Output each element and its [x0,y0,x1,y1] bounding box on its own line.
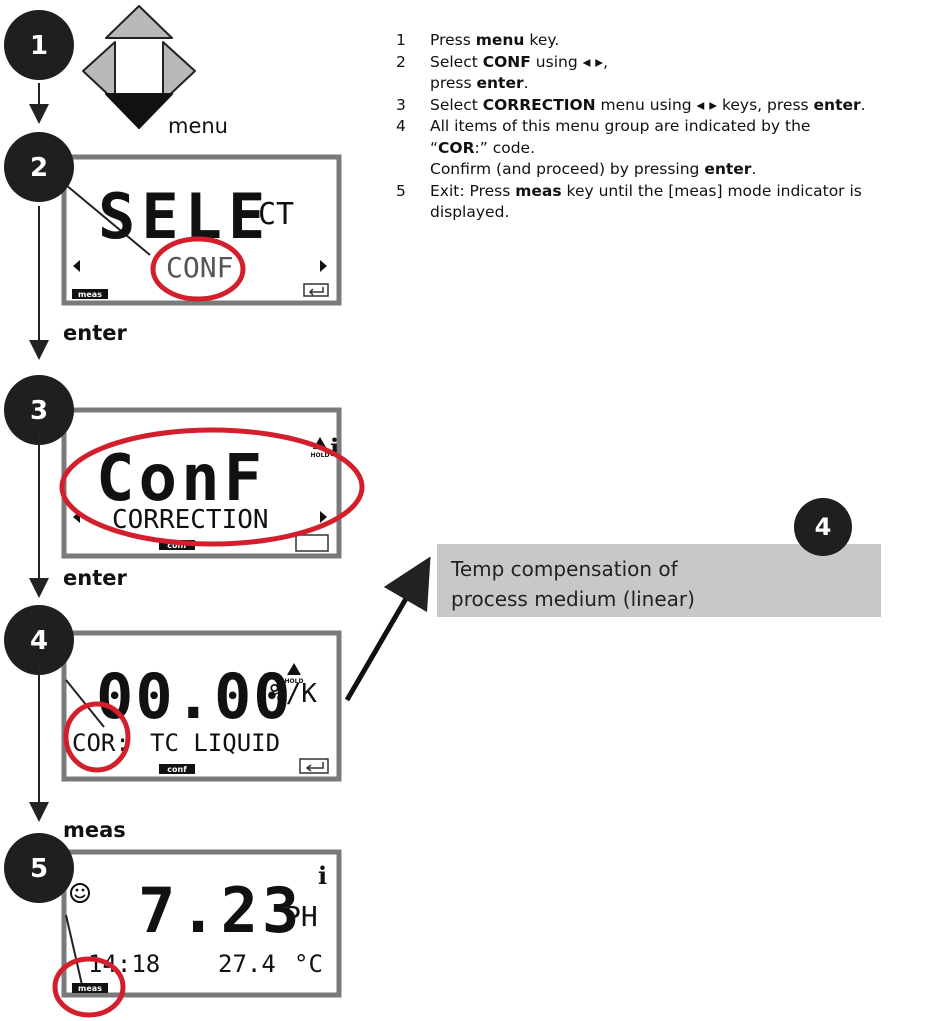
step-number: 3 [396,95,406,114]
lcd3-hold-label: HOLD [311,452,330,459]
step-badge-1-label: 1 [30,31,48,61]
step-number: 5 [396,181,406,200]
lcd2-main-suffix: CT [258,197,294,232]
lcd4-enter-indicator [299,758,329,774]
lcd3-sub-text: CORRECTION [112,505,269,535]
lcd3-right-arrow-icon [320,511,327,523]
step-badge-3-label: 3 [30,396,48,426]
step-badge-5 [4,833,74,903]
callout-line-1: Temp compensation of [451,557,678,581]
lcd5-temp-unit: °C [294,950,323,978]
lcd3-mode-tag-label: conf [167,541,187,550]
lcd5-mode-tag-label: meas [78,984,102,993]
menu-key-label: menu [168,114,228,138]
step-number: 2 [396,52,406,71]
step-badge-4-label: 4 [30,626,48,656]
step-1-instruction: 1 Press menu key. [396,30,936,52]
step-4-instruction: 4 All items of this menu group are indic… [396,116,936,181]
lcd-display-3 [61,407,342,559]
step2-group: 2 SELE CT CONF meas enter [4,132,342,360]
highlight-conf-ring [150,236,246,302]
lcd5-temp-text: 27.4 [218,950,276,978]
lcd4-hold-label: HOLD [285,678,304,685]
step1-group: 1 menu [4,5,228,138]
right-arrow-key-icon[interactable] [162,41,196,102]
lcd2-mode-tag [72,289,108,299]
step-badge-1 [4,10,74,80]
step3-group: 3 ConF HOLD i CORRECTION conf enter [4,375,365,598]
badge-pointer-2 [65,184,151,256]
lcd4-mode-tag [159,764,195,774]
lcd5-info-icon: i [318,861,327,890]
highlight-correction-ring [59,427,365,547]
callout-step-badge: 4 [794,498,852,556]
arrow-keypad [82,5,196,129]
lcd4-warning-icon [287,663,301,675]
lcd2-right-arrow-icon [320,260,327,272]
step-number: 4 [396,117,406,135]
left-arrow-key-icon[interactable] [82,41,116,102]
step-number: 1 [396,31,406,49]
smiley-icon [70,883,90,903]
instruction-steps: 1 Press menu key. 2 Select CONF using ◂ … [396,30,936,224]
step-badge-2 [4,132,74,202]
enter-key-label-2: enter [63,566,127,590]
badge-pointer-5 [65,914,83,986]
callout-text: Temp compensation of process medium (lin… [451,554,695,614]
step-5-instruction: 5 Exit: Press meas key until the [meas] … [396,181,936,224]
step-3-instruction: 3 Select CORRECTION menu using ◂ ▸ keys,… [396,95,936,117]
lcd-display-5 [61,849,342,998]
lcd4-enter-icon [305,762,324,772]
highlight-cor-ring [63,701,131,773]
menu-key-icon[interactable] [105,93,173,129]
enter-key-label-1: enter [63,321,127,345]
lcd4-sub-text: TC LIQUID [150,729,280,757]
lcd2-sub-text: CONF [166,251,233,284]
step5-group: 5 7.23 PH i 14:18 27.4 °C meas [4,833,342,1018]
lcd5-main-text: 7.23 [138,874,303,947]
callout-pointer-arrow [344,556,431,702]
step-badge-5-label: 5 [30,854,48,884]
step-badge-2-label: 2 [30,153,48,183]
lcd4-prefix-text: COR: [72,729,130,757]
meas-key-label: meas [63,818,126,842]
callout-box: Temp compensation of process medium (lin… [437,544,881,617]
lcd2-enter-icon [308,287,324,296]
lcd5-unit-text: PH [284,900,318,933]
lcd-display-2 [61,154,342,306]
lcd3-enter-indicator [295,534,329,552]
callout-line-2: process medium (linear) [451,587,695,611]
lcd2-enter-indicator [303,283,329,297]
lcd5-mode-tag [72,983,108,993]
lcd5-time-text: 14:18 [88,950,160,978]
highlight-meas-ring [52,956,126,1018]
lcd3-info-icon: i [330,433,339,462]
lcd4-mode-tag-label: conf [167,765,187,774]
up-arrow-key-icon[interactable] [105,5,173,39]
lcd3-main-text: ConF [96,442,266,516]
step-2-instruction: 2 Select CONF using ◂ ▸,press enter. [396,52,936,95]
step-badge-4 [4,605,74,675]
step-badge-3 [4,375,74,445]
lcd4-unit-text: %/K [270,679,317,709]
step4-group: 4 00.00 %/K HOLD COR: TC LIQUID conf mea… [4,556,431,842]
badge-pointer-4 [65,679,105,728]
lcd2-left-arrow-icon [73,260,80,272]
lcd2-mode-tag-label: meas [78,290,102,299]
lcd4-main-text: 00.00 [96,660,293,733]
